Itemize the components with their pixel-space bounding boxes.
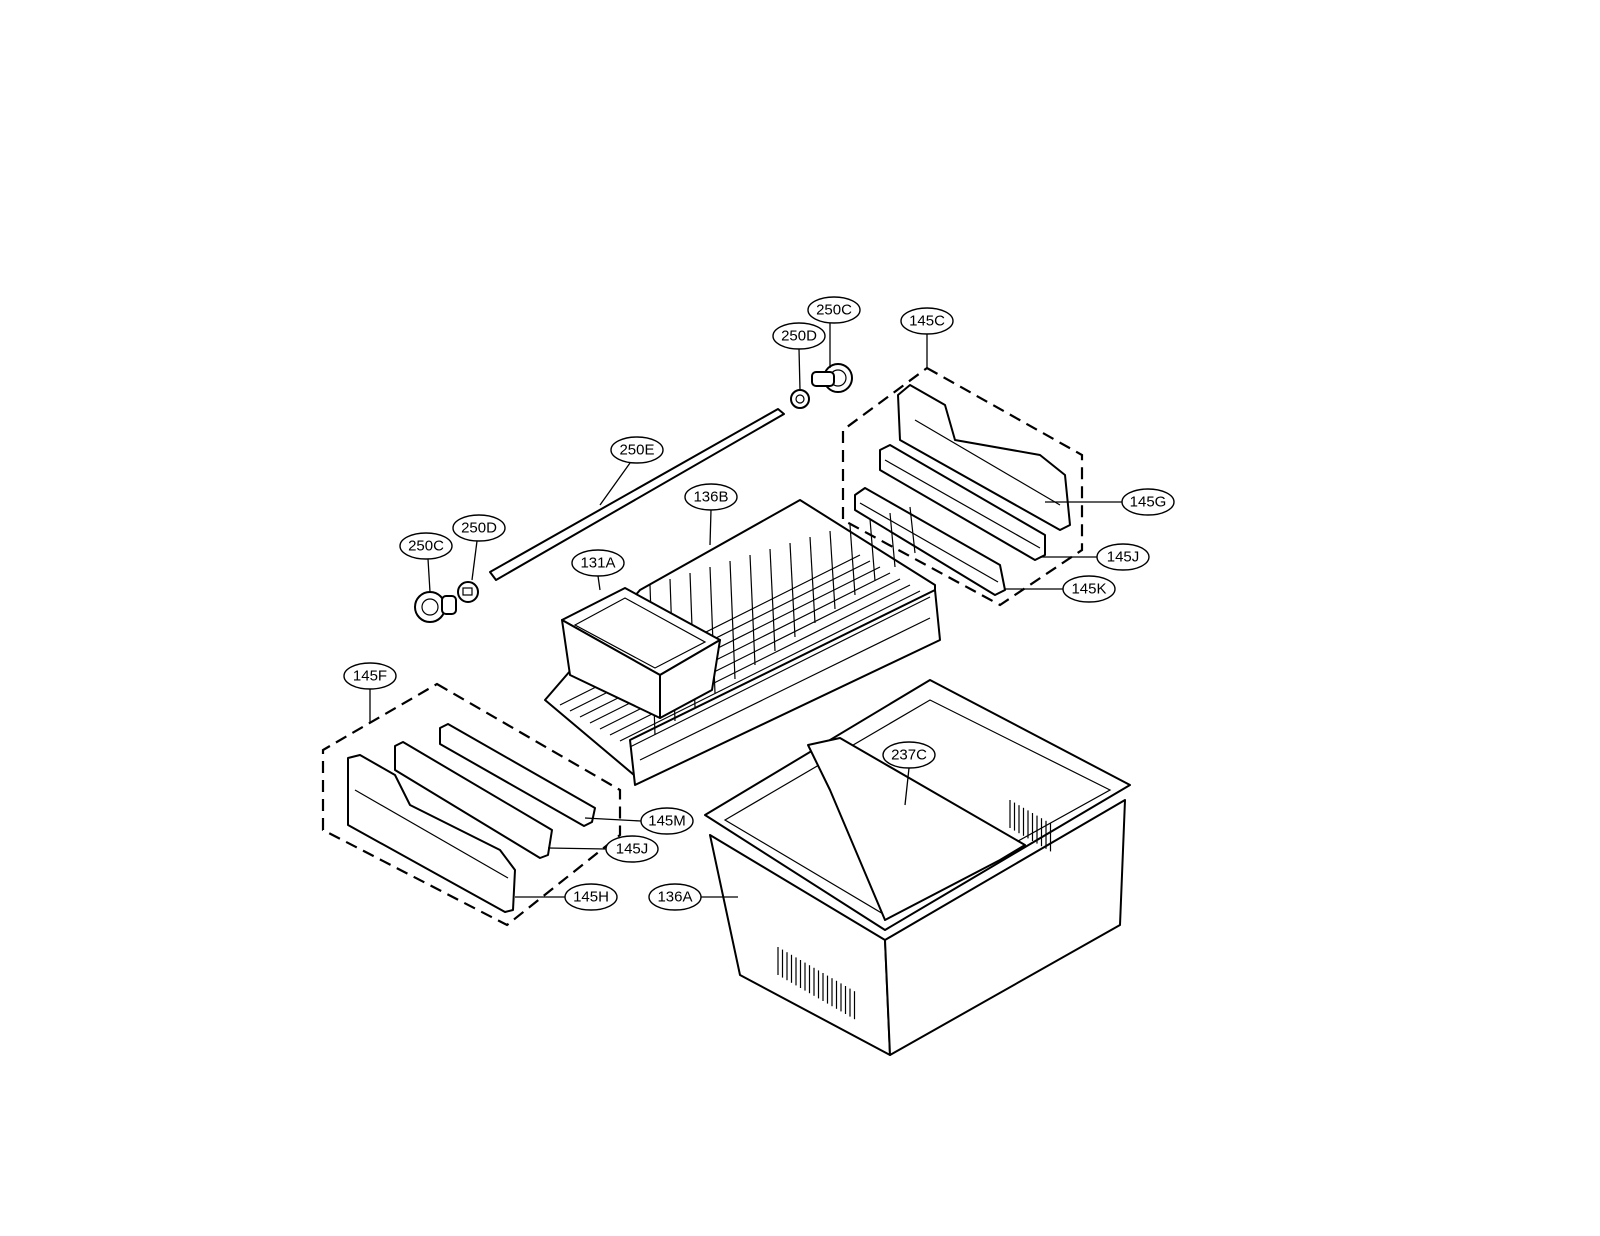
callout-145J-right: 145J xyxy=(1040,543,1150,571)
leader-line xyxy=(599,462,631,506)
wire xyxy=(769,548,776,652)
callout-label: 145C xyxy=(909,313,945,330)
callout-ellipse xyxy=(648,883,702,911)
wire xyxy=(829,530,836,610)
callout-label: 250E xyxy=(619,442,654,459)
part-250d-left-cap xyxy=(457,581,479,603)
callout-ellipse xyxy=(1062,575,1116,603)
callout-label: 145K xyxy=(1071,581,1106,598)
callout-237C: 237C xyxy=(882,741,936,806)
leader-line xyxy=(798,348,801,391)
leader-line xyxy=(547,847,607,850)
assembly-145f-outline xyxy=(321,682,622,927)
leader-line xyxy=(597,575,601,591)
part-131a-bin xyxy=(561,587,721,719)
part-145g xyxy=(897,384,1071,531)
callout-label: 250C xyxy=(408,538,444,555)
callout-ellipse xyxy=(807,296,861,324)
wire xyxy=(889,512,896,568)
callout-label: 145F xyxy=(353,668,387,685)
callout-145J-left: 145J xyxy=(547,835,659,863)
callout-ellipse xyxy=(605,835,659,863)
callout-131A: 131A xyxy=(571,549,625,591)
callout-label: 145H xyxy=(573,889,609,906)
callout-ellipse xyxy=(1096,543,1150,571)
callout-250D-left: 250D xyxy=(452,514,506,581)
callout-ellipse xyxy=(684,483,738,511)
wire xyxy=(909,506,916,554)
callout-label: 145J xyxy=(616,841,649,858)
callout-250C-right: 250C xyxy=(807,296,861,368)
callout-250E: 250E xyxy=(599,436,664,506)
part-145j-right xyxy=(879,444,1046,561)
callout-ellipse xyxy=(571,549,625,577)
callout-250C-left: 250C xyxy=(399,532,453,593)
leader-line xyxy=(584,817,642,822)
part-145k xyxy=(854,487,1006,596)
callout-145G: 145G xyxy=(1045,488,1175,516)
leader-line xyxy=(709,509,712,546)
callout-label: 237C xyxy=(891,747,927,764)
part-145j-left xyxy=(394,741,553,859)
wire xyxy=(809,536,816,624)
part-250c-left-gear xyxy=(414,591,457,623)
assembly-145c-outline xyxy=(841,366,1084,607)
callout-ellipse xyxy=(900,307,954,335)
part-250e-rod xyxy=(489,408,785,581)
callout-ellipse xyxy=(399,532,453,560)
callout-145K: 145K xyxy=(1005,575,1116,603)
callout-label: 145J xyxy=(1107,549,1140,566)
wire xyxy=(729,560,736,680)
part-250d-right-cap xyxy=(790,389,810,409)
callout-250D-right: 250D xyxy=(772,322,826,391)
callout-ellipse xyxy=(882,741,936,769)
callout-label: 136A xyxy=(657,889,692,906)
leader-line xyxy=(904,767,910,806)
callout-ellipse xyxy=(452,514,506,542)
wire xyxy=(869,518,876,582)
callout-label: 145M xyxy=(648,813,686,830)
wire xyxy=(619,590,921,742)
callout-145M: 145M xyxy=(584,807,694,835)
wire xyxy=(849,524,856,596)
callout-145C: 145C xyxy=(900,307,954,368)
part-250c-right-gear xyxy=(811,363,853,393)
callout-ellipse xyxy=(564,883,618,911)
callout-145F: 145F xyxy=(343,662,397,722)
callout-label: 250D xyxy=(461,520,497,537)
callout-136B: 136B xyxy=(684,483,738,546)
part-145m xyxy=(439,723,596,827)
callout-label: 131A xyxy=(580,555,615,572)
callout-ellipse xyxy=(343,662,397,690)
leader-line xyxy=(471,540,478,581)
wire xyxy=(629,596,931,748)
callout-ellipse xyxy=(640,807,694,835)
callout-label: 250C xyxy=(816,302,852,319)
callout-145H: 145H xyxy=(515,883,618,911)
callout-ellipse xyxy=(772,322,826,350)
callout-label: 145G xyxy=(1130,494,1167,511)
callout-label: 136B xyxy=(693,489,728,506)
part-237c-divider xyxy=(807,737,1026,921)
callout-ellipse xyxy=(1121,488,1175,516)
leader-line xyxy=(427,558,431,593)
callout-ellipse xyxy=(610,436,664,464)
callout-label: 250D xyxy=(781,328,817,345)
callout-136A: 136A xyxy=(648,883,738,911)
wire xyxy=(749,554,756,666)
